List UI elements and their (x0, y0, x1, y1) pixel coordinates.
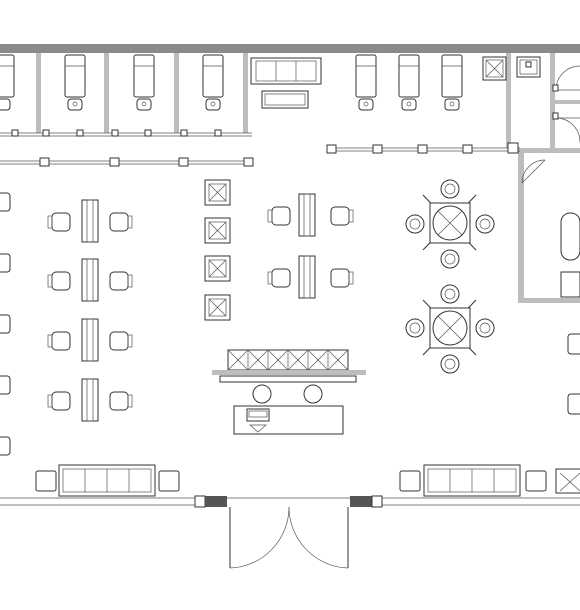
round-station-1 (405, 179, 495, 269)
manicure-stations-middle (267, 193, 354, 299)
manicure-stations-left (47, 199, 133, 422)
entrance-door (229, 506, 349, 569)
bed-1 (0, 54, 15, 111)
station-6 (267, 255, 354, 299)
top-exterior-wall (0, 44, 580, 53)
bed-3 (133, 54, 155, 111)
left-wall-chairs (0, 192, 11, 456)
station-2 (47, 258, 133, 302)
curtain-tracks (0, 129, 520, 167)
office-door (521, 159, 580, 298)
waiting-sofa-right (399, 464, 580, 497)
station-4 (47, 378, 133, 422)
station-1 (47, 199, 133, 243)
station-5 (267, 193, 354, 237)
bed-7 (441, 54, 463, 111)
washroom-fixtures (482, 56, 580, 143)
planters-column (204, 179, 231, 321)
top-sofa (250, 57, 322, 109)
front-wall (0, 495, 580, 508)
waiting-sofa-left (35, 464, 180, 497)
cubicle-partitions (36, 53, 580, 303)
right-wall-chairs (567, 333, 580, 415)
bed-5 (355, 54, 377, 111)
round-station-2 (405, 284, 495, 374)
bed-4 (202, 54, 224, 111)
station-3 (47, 318, 133, 362)
treatment-beds (0, 54, 463, 111)
reception-area (212, 349, 366, 435)
bed-2 (64, 54, 86, 111)
bed-6 (398, 54, 420, 111)
